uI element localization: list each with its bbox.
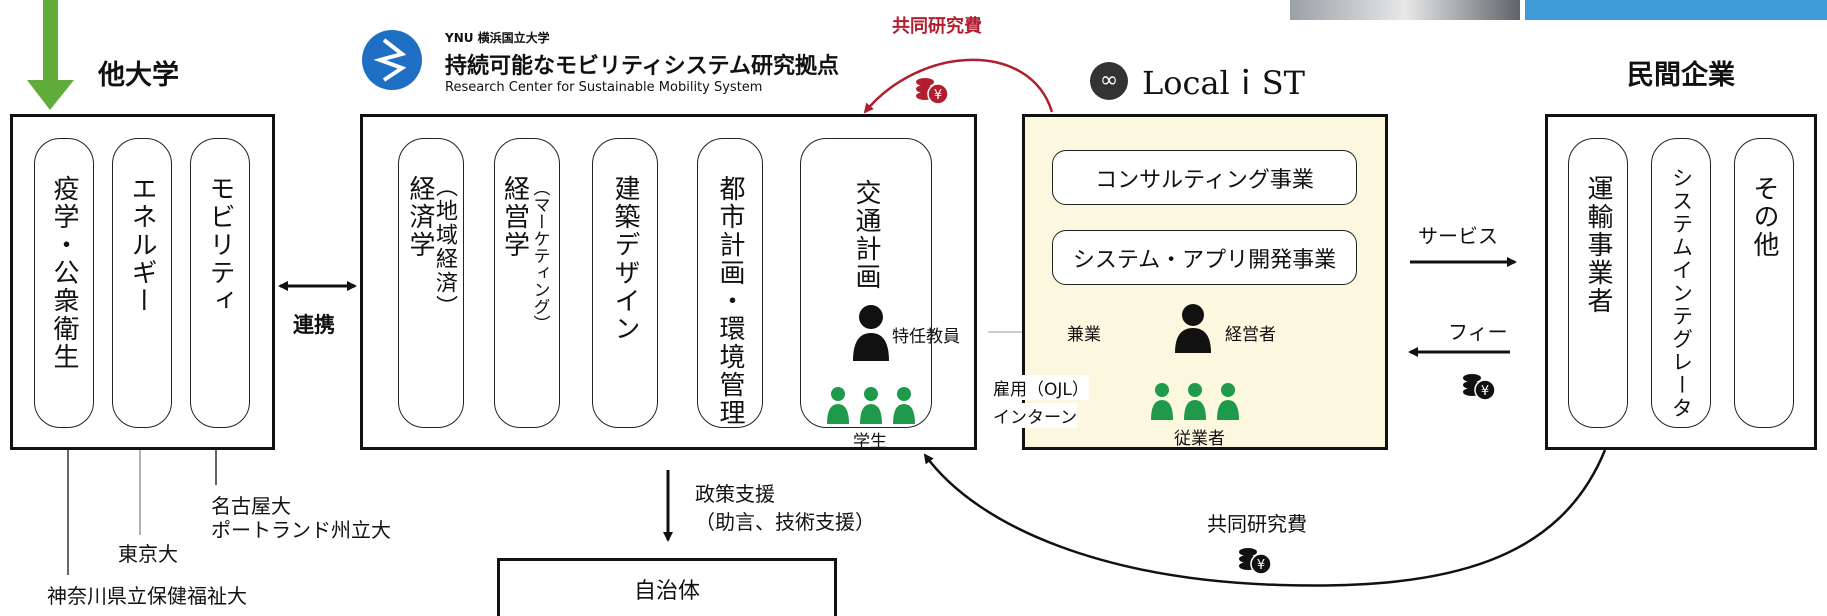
university-tokyo: 東京大 (118, 542, 178, 566)
ynu-label: YNU 横浜国立大学 (445, 31, 550, 45)
students-label: 学生 (853, 432, 887, 452)
field-mobility: モビリティ (190, 138, 250, 428)
field-label: 経済学 (405, 175, 435, 259)
field-label: エネルギー (127, 175, 157, 315)
manager-label: 経営者 (1225, 325, 1276, 345)
green-arrow (27, 0, 74, 110)
field-sublabel: （地域経済） (432, 175, 457, 319)
other-universities-title: 他大学 (98, 60, 179, 91)
policy-support-detail: （助言、技術支援） (695, 510, 875, 534)
link-label: 連携 (293, 313, 335, 337)
university-portland: ポートランド州立大 (211, 518, 391, 542)
internship-label: インターン (993, 403, 1078, 428)
faculty-label: 特任教員 (892, 327, 960, 347)
consulting-business: コンサルティング事業 (1052, 150, 1357, 205)
coins-yen-icon: ¥ (1239, 548, 1272, 575)
university-nagoya: 名古屋大 (211, 494, 291, 518)
field-label: 交通計画 (851, 179, 881, 291)
center-name-en: Research Center for Sustainable Mobility… (445, 80, 763, 95)
field-label: システムインテグレータ (1669, 167, 1694, 420)
center-name-ja: 持続可能なモビリティシステム研究拠点 (445, 54, 840, 79)
field-energy: エネルギー (112, 138, 172, 428)
municipality-box: 自治体 (497, 558, 837, 616)
field-architecture: 建築デザイン (592, 138, 658, 428)
employees-icon (1151, 383, 1239, 420)
joint-research-label-top: 共同研究費 (892, 16, 982, 37)
field-label: 疫学・公衆衛生 (49, 175, 79, 371)
joint-research-label-bottom: 共同研究費 (1207, 512, 1307, 536)
municipality-label: 自治体 (633, 579, 700, 604)
fee-label: フィー (1448, 320, 1508, 344)
localist-logo-icon: ∞ (1090, 62, 1128, 100)
field-label: 経営学 (499, 175, 530, 259)
field-epidemiology: 疫学・公衆衛生 (34, 138, 94, 428)
svg-text:¥: ¥ (934, 88, 942, 103)
field-management: 経営学（マーケティング） (494, 138, 560, 428)
field-transport: 交通計画 (800, 138, 932, 428)
svg-text:¥: ¥ (1257, 558, 1265, 573)
field-label: 都市計画・環境管理 (715, 175, 745, 427)
logo-wave-icon (373, 38, 407, 82)
field-urban-planning: 都市計画・環境管理 (697, 138, 763, 428)
thumbnail-photo-1 (1290, 0, 1520, 20)
field-sublabel: （マーケティング） (529, 179, 550, 332)
manager-icon (1175, 304, 1211, 353)
field-label: 建築デザイン (610, 175, 640, 343)
center-logo (362, 30, 422, 90)
localist-name: LocalｉST (1142, 64, 1306, 102)
coins-yen-icon: ¥ (916, 78, 949, 105)
system-app-business: システム・アプリ開発事業 (1052, 230, 1357, 285)
field-others: その他 (1734, 138, 1794, 428)
field-system-integrator: システムインテグレータ (1651, 138, 1711, 428)
university-kanagawa: 神奈川県立保健福祉大 (47, 584, 247, 608)
service-label: サービス (1418, 224, 1498, 248)
employment-label: 雇用（OJL） (993, 375, 1089, 400)
joint-research-arc-bottom (923, 449, 1607, 587)
field-transport-operators: 運輸事業者 (1568, 138, 1628, 428)
thumbnail-photo-2 (1525, 0, 1827, 20)
svg-text:¥: ¥ (1481, 384, 1489, 399)
private-companies-title: 民間企業 (1627, 60, 1735, 91)
field-economics: 経済学（地域経済） (398, 138, 464, 428)
side-job-label: 兼業 (1067, 325, 1101, 345)
joint-research-arc-top (863, 58, 1054, 114)
field-label: モビリティ (205, 175, 235, 315)
employees-label: 従業者 (1174, 429, 1225, 449)
field-label: 運輸事業者 (1583, 175, 1613, 315)
faculty-icon (853, 305, 889, 361)
students-icon (827, 387, 915, 424)
field-label: その他 (1749, 175, 1779, 259)
policy-support-label: 政策支援 (695, 482, 775, 506)
coins-yen-icon: ¥ (1463, 374, 1496, 401)
